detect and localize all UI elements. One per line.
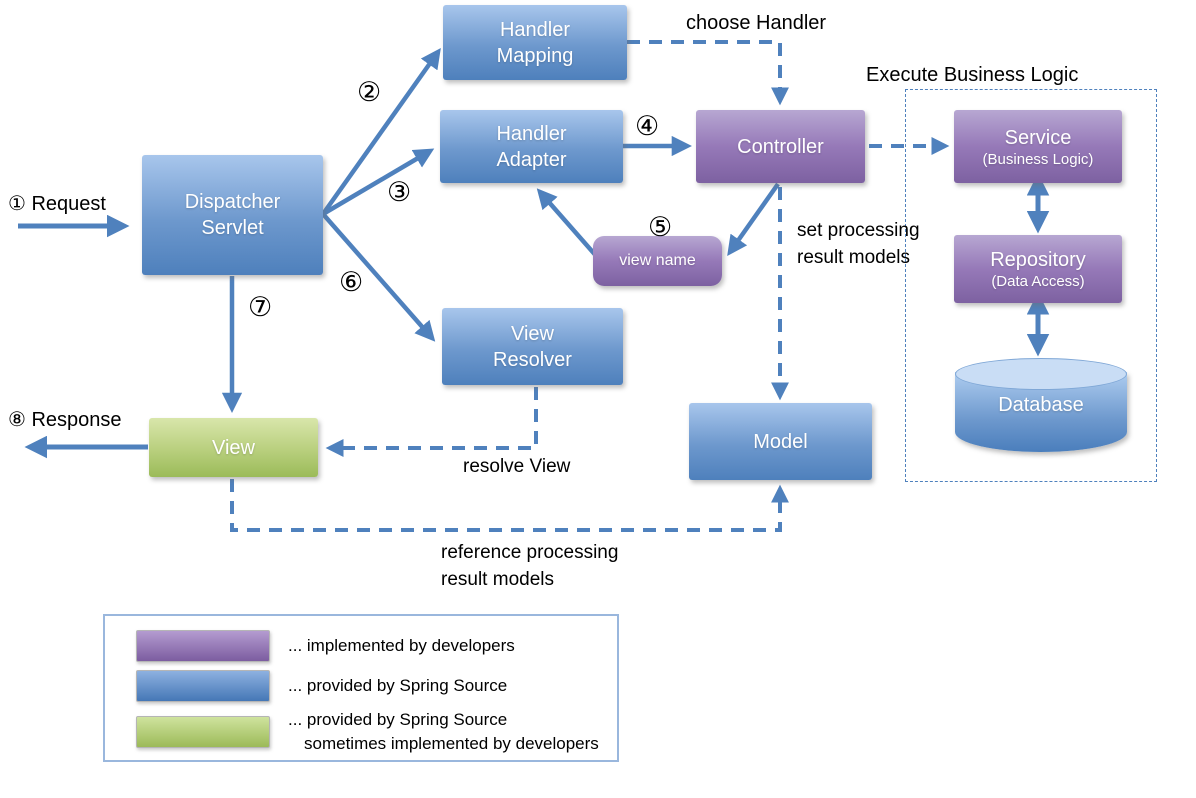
reference-line2: result models	[441, 569, 554, 590]
choose-handler-label: choose Handler	[686, 12, 827, 34]
node-label: Handler	[496, 122, 567, 145]
node-dispatcher-servlet: Dispatcher Servlet	[142, 155, 323, 275]
node-label: Service	[1004, 126, 1072, 149]
database-cylinder-top	[955, 358, 1127, 390]
arrow-view-name-to-handler-adapter	[536, 188, 600, 260]
node-view: View	[149, 418, 318, 477]
legend-item-provided-sometimes: ... provided by Spring Source sometimes …	[136, 708, 599, 756]
node-label: Dispatcher	[184, 191, 281, 213]
node-model: Model	[689, 403, 872, 480]
legend-label: ... provided by Spring Source sometimes …	[288, 708, 599, 756]
node-label: Repository	[990, 249, 1086, 271]
dashed-view-to-model	[230, 479, 789, 532]
step-4-marker: ④	[635, 111, 660, 141]
legend: ... implemented by developers ... provid…	[103, 614, 619, 762]
node-label: View	[212, 436, 255, 459]
node-service: Service (Business Logic)	[954, 110, 1122, 183]
legend-swatch-purple	[136, 630, 270, 662]
reference-line1: reference processing	[441, 542, 619, 563]
node-sublabel: (Business Logic)	[982, 150, 1094, 168]
node-label: view name	[619, 251, 696, 269]
step-3-marker: ③	[387, 177, 412, 207]
legend-swatch-blue	[136, 670, 270, 702]
node-controller: Controller	[696, 110, 865, 183]
node-handler-mapping: Handler Mapping	[443, 5, 627, 80]
node-label: Adapter	[496, 148, 567, 171]
node-label: Handler	[499, 18, 571, 41]
node-label: Resolver	[493, 348, 572, 371]
legend-label: ... implemented by developers	[288, 636, 515, 655]
node-label: Model	[753, 430, 808, 453]
arrow-controller-to-view-name	[727, 182, 780, 257]
step-5-marker: ⑤	[648, 212, 673, 242]
resolve-view-label: resolve View	[463, 456, 571, 477]
node-view-name: view name	[593, 236, 722, 286]
node-repository: Repository (Data Access)	[954, 235, 1122, 303]
arrow-dispatcher-to-handler-adapter	[321, 148, 435, 216]
node-database: Database	[955, 358, 1127, 452]
node-label: Servlet	[201, 217, 264, 239]
legend-item-provided: ... provided by Spring Source	[136, 670, 507, 702]
legend-item-implemented: ... implemented by developers	[136, 630, 515, 662]
step-6-marker: ⑥	[339, 267, 364, 297]
dashed-resolver-to-view	[325, 387, 538, 457]
execute-business-logic-label: Execute Business Logic	[866, 64, 1079, 86]
step-request-label: ① Request	[8, 193, 106, 215]
legend-label: ... provided by Spring Source	[288, 676, 508, 695]
node-label: Controller	[737, 135, 824, 158]
set-processing-line2: result models	[797, 247, 910, 268]
step-response-label: ⑧ Response	[8, 409, 122, 431]
node-label: View	[511, 322, 554, 345]
set-processing-label: set processing result models	[797, 217, 920, 271]
step-7-marker: ⑦	[248, 292, 273, 322]
legend-swatch-green	[136, 716, 270, 748]
node-label: Database	[998, 394, 1084, 416]
dashed-choose-handler	[627, 40, 789, 106]
business-logic-container	[905, 89, 1157, 482]
node-view-resolver: View Resolver	[442, 308, 623, 385]
reference-processing-label: reference processing result models	[441, 539, 618, 593]
node-sublabel: (Data Access)	[991, 273, 1085, 290]
step-2-marker: ②	[357, 77, 382, 107]
legend-label-line1: ... provided by Spring Source	[288, 710, 508, 729]
legend-label-line2: sometimes implemented by developers	[304, 734, 599, 753]
node-handler-adapter: Handler Adapter	[440, 110, 623, 183]
node-label: Mapping	[496, 44, 574, 67]
set-processing-line1: set processing	[797, 220, 920, 241]
